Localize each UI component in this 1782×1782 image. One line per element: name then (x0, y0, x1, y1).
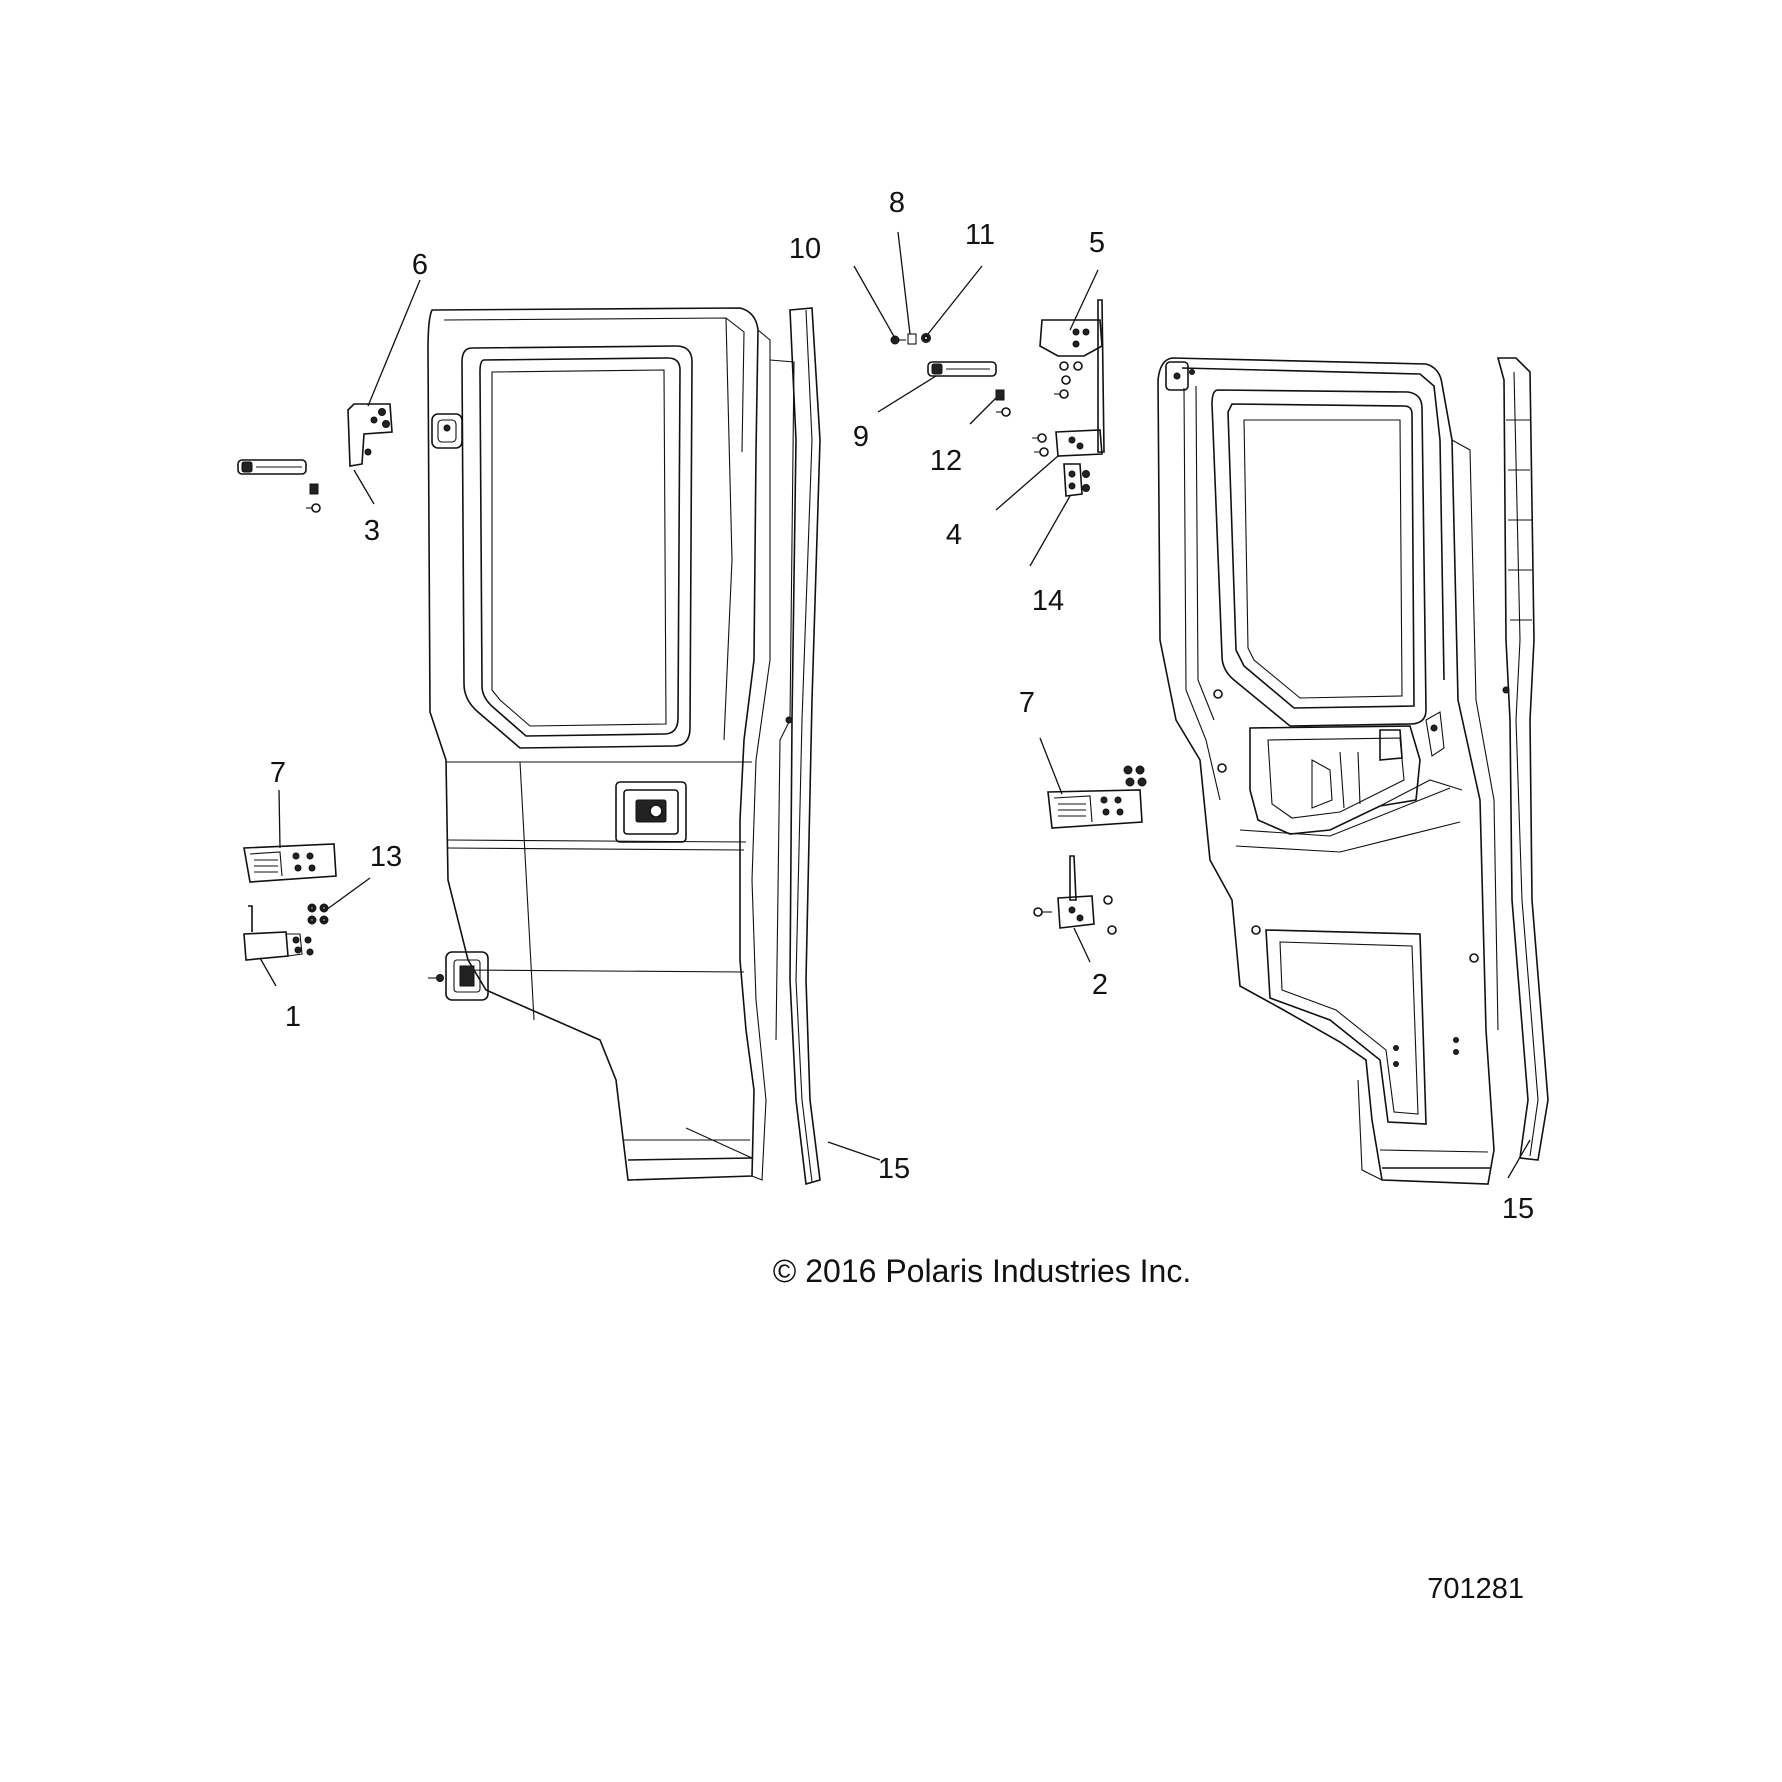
copyright-notice: © 2016 Polaris Industries Inc. (773, 1253, 1191, 1289)
callout-15-left: 15 (878, 1153, 910, 1185)
callout-7-left: 7 (270, 757, 286, 789)
callout-3: 3 (364, 515, 380, 547)
callout-10: 10 (789, 233, 821, 265)
callout-4: 4 (946, 519, 962, 551)
left-door-seal-strip (785, 307, 821, 1186)
right-upper-hinge (1032, 299, 1105, 497)
callout-9: 9 (853, 421, 869, 453)
right-door-check-strap (1047, 765, 1147, 829)
callout-14: 14 (1032, 585, 1064, 617)
center-pin-and-screw (995, 389, 1011, 417)
callout-7-right: 7 (1019, 687, 1035, 719)
callout-11: 11 (965, 219, 995, 251)
callout-15-right: 15 (1502, 1193, 1534, 1225)
center-hinge-strap (927, 361, 997, 377)
right-door-seal-strip (1496, 357, 1549, 1161)
right-door-panel (1157, 357, 1499, 1185)
upper-hinge-bracket (347, 403, 393, 467)
hardware-cluster (307, 903, 329, 925)
callout-2: 2 (1092, 969, 1108, 1001)
diagram-part-number: 701281 (1427, 1573, 1524, 1605)
left-lower-hinge (243, 905, 314, 961)
top-fasteners (890, 333, 931, 345)
callout-8: 8 (889, 187, 905, 219)
callout-1: 1 (285, 1001, 301, 1033)
leader-lines (259, 231, 1531, 1179)
callout-6: 6 (412, 249, 428, 281)
left-hinge-strap (237, 459, 321, 513)
callout-labels: 1 2 3 4 5 6 7 7 8 9 10 11 12 13 14 15 15 (270, 187, 1534, 1225)
callout-13: 13 (370, 841, 402, 873)
callout-5: 5 (1089, 227, 1105, 259)
right-lower-hinge (1033, 855, 1117, 935)
left-door-check-strap (243, 843, 337, 883)
left-door-panel (427, 307, 795, 1181)
upper-right-bracket (1039, 319, 1103, 399)
callout-12: 12 (930, 445, 962, 477)
